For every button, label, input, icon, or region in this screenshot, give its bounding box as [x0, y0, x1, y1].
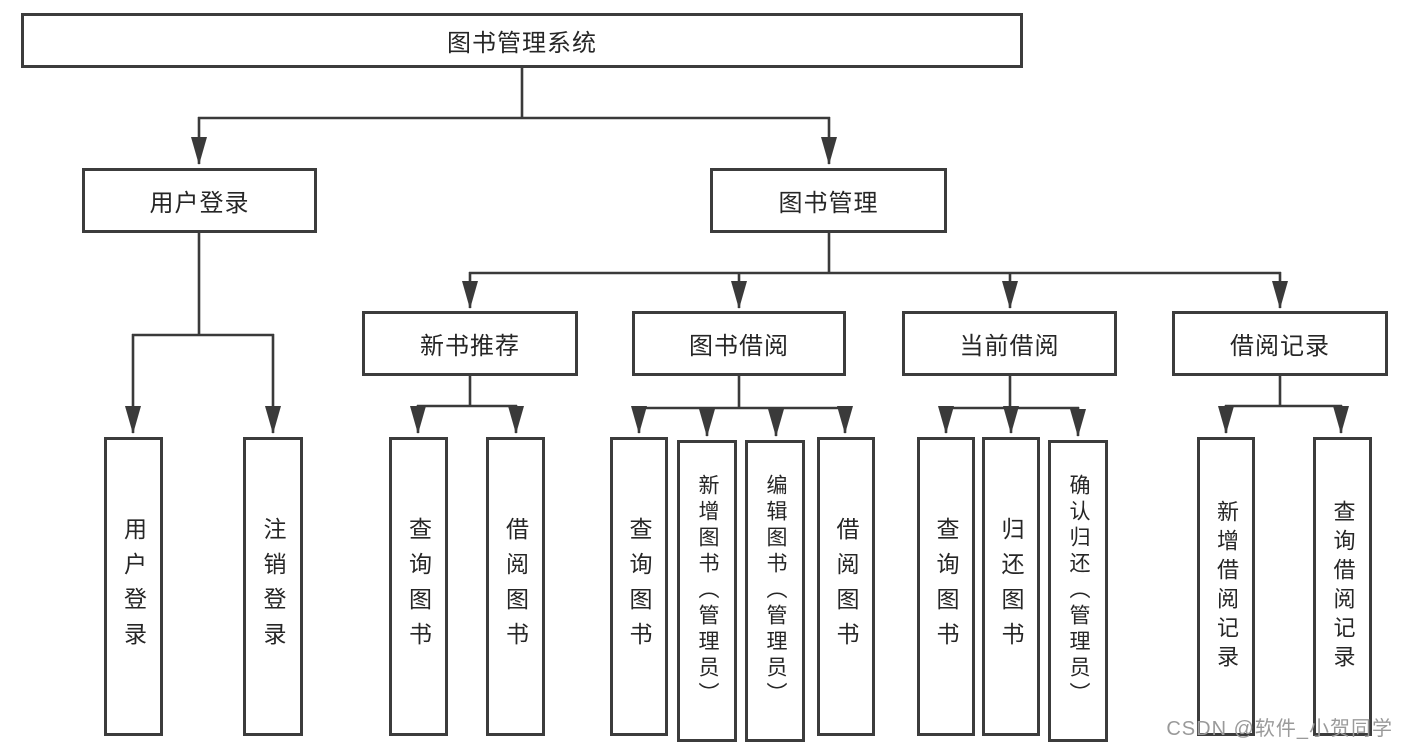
- node-borrow-records: 借阅记录: [1172, 311, 1388, 376]
- leaf-recommend-borrow-books: 借阅图书: [486, 437, 545, 736]
- node-label: 用户登录: [149, 190, 250, 217]
- leaf-label: 查询图书: [626, 516, 652, 657]
- leaf-label: 确认归还（管理员）: [1067, 474, 1090, 708]
- node-book-borrow: 图书借阅: [632, 311, 846, 376]
- node-label: 图书借阅: [689, 333, 789, 360]
- leaf-label: 归还图书: [998, 516, 1024, 657]
- leaf-label: 用户登录: [120, 516, 147, 657]
- node-current-borrow: 当前借阅: [902, 311, 1117, 376]
- leaf-user-login: 用户登录: [104, 437, 163, 736]
- leaf-label: 查询借阅记录: [1330, 499, 1356, 674]
- leaf-label: 新增图书（管理员）: [696, 474, 719, 708]
- watermark: CSDN @软件_小贺同学: [1166, 718, 1393, 740]
- node-user-login: 用户登录: [82, 168, 317, 233]
- node-label: 图书管理: [778, 190, 879, 217]
- node-label: 当前借阅: [959, 333, 1060, 360]
- leaf-borrow-query-books: 查询图书: [610, 437, 668, 736]
- leaf-current-query-books: 查询图书: [917, 437, 975, 736]
- node-book-management: 图书管理: [710, 168, 947, 233]
- leaf-current-return-books: 归还图书: [982, 437, 1040, 736]
- leaf-logout: 注销登录: [243, 437, 303, 736]
- leaf-records-add-record: 新增借阅记录: [1197, 437, 1255, 736]
- leaf-label: 新增借阅记录: [1214, 499, 1239, 674]
- leaf-borrow-edit-books-admin: 编辑图书（管理员）: [745, 440, 805, 742]
- leaf-label: 查询图书: [933, 516, 959, 657]
- leaf-label: 注销登录: [260, 516, 286, 657]
- leaf-current-confirm-return-admin: 确认归还（管理员）: [1048, 440, 1108, 742]
- leaf-records-query-record: 查询借阅记录: [1313, 437, 1372, 736]
- leaf-label: 借阅图书: [833, 516, 859, 657]
- leaf-label: 借阅图书: [502, 516, 529, 657]
- node-label: 新书推荐: [420, 333, 520, 360]
- node-library-management-system: 图书管理系统: [21, 13, 1023, 68]
- node-label: 借阅记录: [1230, 333, 1330, 360]
- node-new-book-recommend: 新书推荐: [362, 311, 578, 376]
- node-label: 图书管理系统: [447, 30, 597, 57]
- leaf-borrow-borrow-books: 借阅图书: [817, 437, 875, 736]
- leaf-borrow-add-books-admin: 新增图书（管理员）: [677, 440, 737, 742]
- leaf-label: 编辑图书（管理员）: [764, 474, 787, 708]
- leaf-recommend-query-books: 查询图书: [389, 437, 448, 736]
- leaf-label: 查询图书: [405, 516, 432, 657]
